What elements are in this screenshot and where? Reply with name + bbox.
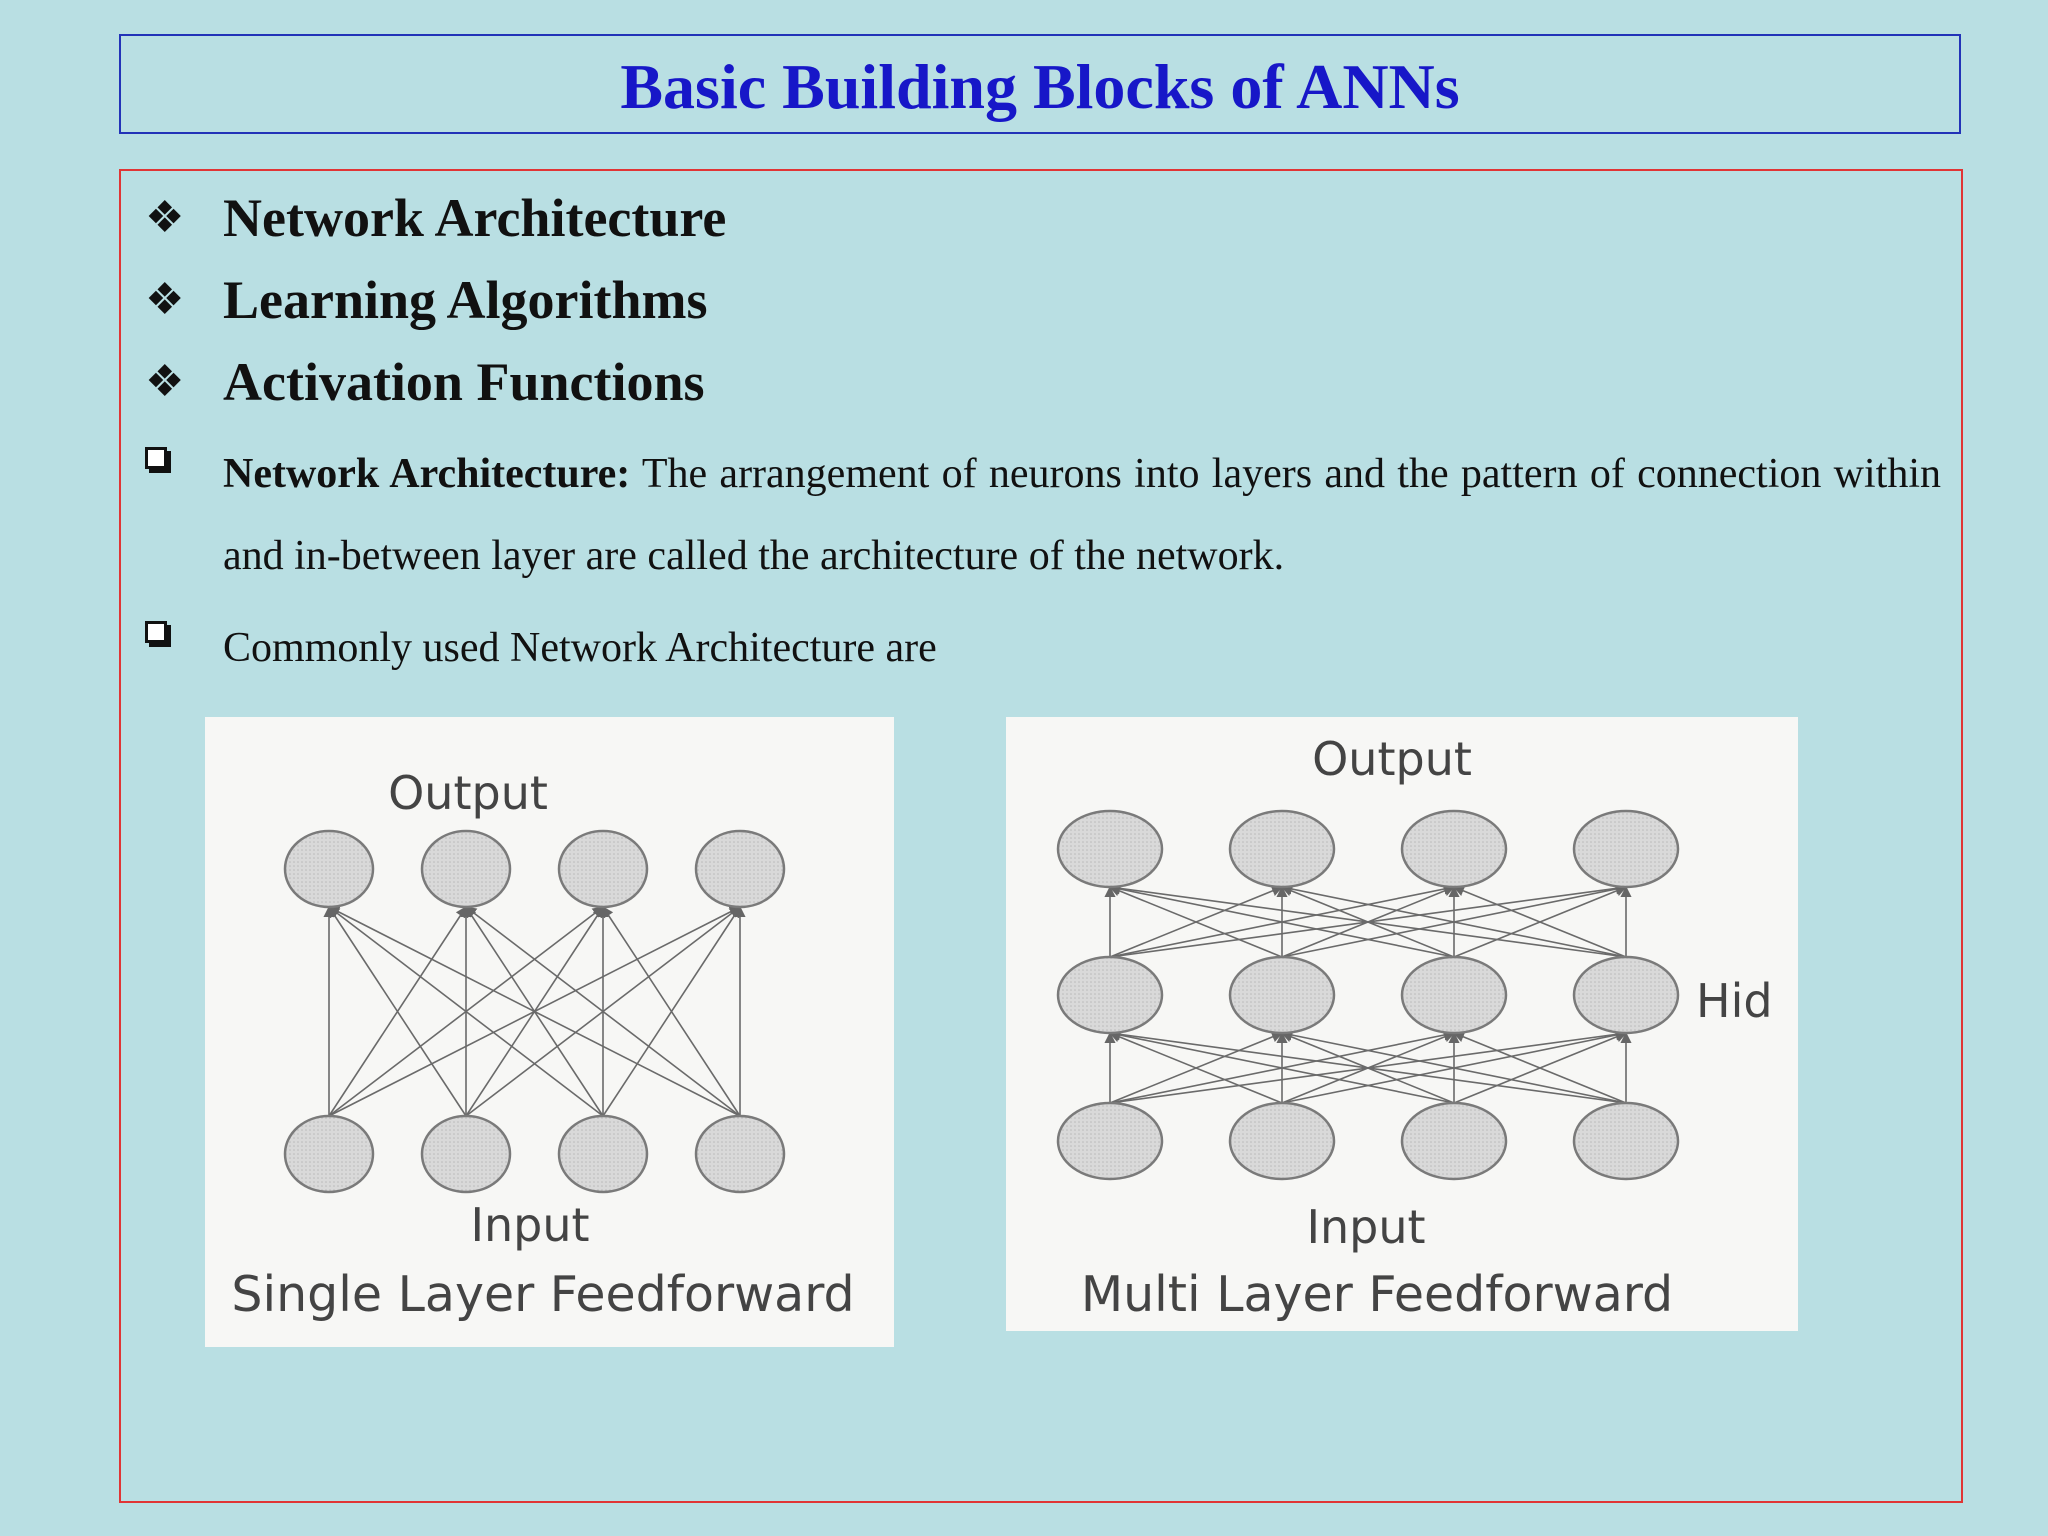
connection-line bbox=[1108, 883, 1455, 958]
diamond-bullet-icon: ❖ bbox=[145, 193, 185, 242]
connection-line bbox=[328, 906, 467, 1117]
connection-line bbox=[1108, 1031, 1283, 1104]
output-label: Output bbox=[1312, 732, 1472, 786]
square-bullet-icon bbox=[145, 621, 167, 643]
title-box: Basic Building Blocks of ANNs bbox=[119, 34, 1961, 134]
bullet-text: Activation Functions bbox=[223, 352, 705, 412]
connection-line bbox=[1452, 1031, 1627, 1104]
output-neuron bbox=[1400, 809, 1508, 889]
definition-body: The arrangement of neurons into layers a… bbox=[223, 451, 1941, 579]
output-neuron bbox=[557, 829, 649, 909]
square-bullet-icon bbox=[145, 447, 167, 469]
connection-line bbox=[1108, 882, 1627, 958]
bullet-item: ❖ Learning Algorithms bbox=[145, 269, 708, 331]
definition-term: Network Architecture: bbox=[223, 451, 631, 497]
connection-line bbox=[1108, 1029, 1455, 1104]
output-neuron bbox=[283, 829, 375, 909]
commonly-used-paragraph: Commonly used Network Architecture are bbox=[145, 607, 1945, 689]
input-neuron bbox=[1572, 1101, 1680, 1181]
connection-line bbox=[1108, 1028, 1627, 1104]
bullet-item: ❖ Network Architecture bbox=[145, 187, 726, 249]
hidden-neuron bbox=[1572, 955, 1680, 1035]
connection-line bbox=[1280, 1029, 1627, 1104]
output-neuron bbox=[1228, 809, 1336, 889]
content-box: ❖ Network Architecture ❖ Learning Algori… bbox=[119, 169, 1963, 1503]
hidden-label: Hid bbox=[1696, 974, 1773, 1028]
multi-layer-figure: Output Hid Input Multi Layer Feedforward bbox=[1006, 717, 1798, 1331]
hidden-neuron bbox=[1056, 955, 1164, 1035]
connection-line bbox=[1280, 883, 1627, 958]
input-neuron bbox=[694, 1114, 786, 1194]
input-neuron bbox=[420, 1114, 512, 1194]
connection-line bbox=[328, 906, 604, 1117]
bullet-text: Learning Algorithms bbox=[223, 270, 708, 330]
diamond-bullet-icon: ❖ bbox=[145, 357, 185, 406]
definition-text: Network Architecture: The arrangement of… bbox=[223, 433, 1941, 597]
commonly-used-text: Commonly used Network Architecture are bbox=[223, 625, 937, 671]
input-label: Input bbox=[470, 1198, 589, 1252]
output-neuron bbox=[1572, 809, 1680, 889]
connection-line bbox=[465, 906, 741, 1117]
connection-line bbox=[1108, 885, 1283, 958]
input-neuron bbox=[1228, 1101, 1336, 1181]
figure-caption: Single Layer Feedforward bbox=[231, 1266, 854, 1323]
bullet-item: ❖ Activation Functions bbox=[145, 351, 705, 413]
figure-caption: Multi Layer Feedforward bbox=[1081, 1266, 1673, 1323]
multi-layer-diagram: Output Hid Input Multi Layer Feedforward bbox=[1056, 732, 1773, 1323]
hidden-neuron bbox=[1400, 955, 1508, 1035]
diamond-bullet-icon: ❖ bbox=[145, 275, 185, 324]
output-label: Output bbox=[388, 766, 548, 820]
slide-title: Basic Building Blocks of ANNs bbox=[620, 51, 1460, 122]
definition-paragraph: Network Architecture: The arrangement of… bbox=[145, 433, 1945, 597]
connection-line bbox=[602, 906, 741, 1117]
input-neuron bbox=[1056, 1101, 1164, 1181]
output-neuron bbox=[694, 829, 786, 909]
input-neuron bbox=[283, 1114, 375, 1194]
single-layer-figure: Output Input Single Layer Feedforward bbox=[205, 717, 894, 1347]
single-layer-diagram: Output Input Single Layer Feedforward bbox=[231, 766, 854, 1323]
bullet-text: Network Architecture bbox=[223, 188, 727, 248]
input-label: Input bbox=[1306, 1200, 1425, 1254]
connection-line bbox=[328, 906, 741, 1117]
input-neuron bbox=[1400, 1101, 1508, 1181]
input-neuron bbox=[557, 1114, 649, 1194]
output-neuron bbox=[420, 829, 512, 909]
output-neuron bbox=[1056, 809, 1164, 889]
connection-line bbox=[1452, 885, 1627, 958]
hidden-neuron bbox=[1228, 955, 1336, 1035]
